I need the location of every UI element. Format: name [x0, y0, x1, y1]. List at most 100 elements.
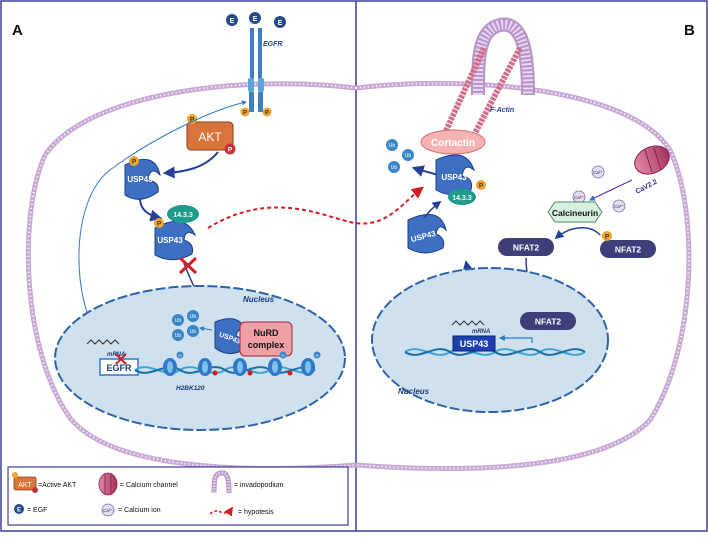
ub-tag: Ub [402, 149, 414, 161]
hypothesis-arrow [207, 186, 424, 229]
svg-text:Ub: Ub [315, 354, 319, 358]
complex-phospho-b: P [476, 180, 486, 190]
nucleosome [163, 358, 177, 376]
panel-label-a: A [12, 22, 23, 39]
ub-histone: Ub [176, 351, 184, 359]
egf-ligand: E [226, 14, 238, 26]
svg-text:NFAT2: NFAT2 [535, 317, 562, 327]
svg-text:NFAT2: NFAT2 [513, 243, 540, 253]
svg-text:Ca²⁺: Ca²⁺ [614, 204, 624, 209]
legend-calcium-ion-icon: Ca²⁺ [101, 503, 115, 517]
calcium-ion: Ca²⁺ [591, 165, 605, 179]
cortactin: Cortactin [420, 129, 486, 155]
svg-text:Ub: Ub [190, 329, 197, 335]
phospho-site: P [262, 107, 272, 117]
svg-text:Ca²⁺: Ca²⁺ [593, 170, 603, 175]
legend-active-akt: =Active AKT [38, 482, 77, 489]
ub-histone: Ub [313, 351, 321, 359]
deubiquitination-arrow [199, 326, 213, 332]
histone-mark [287, 370, 293, 376]
ub-histone: Ub [279, 351, 287, 359]
mrna-strand-right [451, 320, 485, 326]
svg-text:Ub: Ub [190, 314, 197, 320]
svg-text:AKT: AKT [18, 482, 32, 489]
usp43-1433-complex [154, 205, 199, 261]
legend-egf: = EGF [27, 507, 47, 514]
ub-tag: Ub [388, 161, 400, 173]
svg-text:P: P [132, 159, 137, 166]
svg-text:AKT: AKT [198, 130, 222, 144]
ub-tag: Ub [187, 325, 199, 337]
ub-tag: Ub [187, 310, 199, 322]
svg-text:NFAT2: NFAT2 [615, 245, 642, 255]
complex-phospho: P [154, 218, 164, 228]
usp43-nuclear: USP43 [214, 318, 247, 354]
svg-text:Ub: Ub [175, 318, 182, 324]
svg-text:complex: complex [248, 340, 285, 350]
block-x [178, 256, 198, 275]
svg-text:14.3.3: 14.3.3 [452, 195, 472, 202]
panel-label-b: B [684, 22, 695, 39]
histone-mark [212, 370, 218, 376]
svg-text:NuRD: NuRD [254, 328, 279, 338]
legend-box [7, 466, 349, 526]
legend-hypothesis-icon [209, 506, 233, 517]
nfat2-phospho: P [602, 231, 612, 241]
svg-text:Ub: Ub [405, 153, 412, 159]
svg-text:E: E [230, 18, 235, 25]
svg-text:USP43: USP43 [460, 339, 489, 349]
nucleosome [268, 358, 282, 376]
cell-membrane-left [25, 81, 357, 471]
egfr-receptor-label: EGFR [263, 41, 282, 48]
ub-tag: Ub [172, 314, 184, 326]
svg-text:P: P [243, 111, 247, 117]
svg-text:P: P [190, 117, 195, 124]
svg-text:P: P [479, 183, 484, 190]
nucleus-left [54, 285, 346, 431]
legend-calcium-ion: = Calcium ion [118, 507, 161, 514]
legend-egf-icon: E [14, 504, 24, 514]
calcium-channel [634, 145, 670, 175]
akt-phospho: P [187, 114, 197, 124]
mrna-label-right: mRNA [472, 329, 490, 335]
svg-text:P: P [605, 234, 610, 241]
nfat2-active: NFAT2 [498, 238, 554, 256]
nucleosome [301, 358, 315, 376]
nucleosome [233, 358, 247, 376]
usp43-gene-box: USP43 [452, 335, 496, 352]
egf-ligand: E [274, 16, 286, 28]
egfr-receptor [248, 28, 264, 112]
svg-text:P: P [228, 147, 233, 154]
usp43-phospho: P [129, 156, 139, 166]
svg-text:Ub: Ub [178, 354, 182, 358]
dna-strand [404, 348, 586, 356]
svg-text:E: E [253, 16, 258, 23]
arrow-akt-to-usp43 [162, 151, 219, 179]
arrow-usp43-to-cortactin [423, 200, 442, 219]
transcription-block-x [115, 353, 127, 365]
nfat2-phosphorylated: NFAT2 [600, 240, 656, 258]
transcription-arrow [498, 335, 533, 343]
svg-text:EGFR: EGFR [106, 363, 132, 373]
akt-kinase: AKT [186, 121, 234, 151]
nfat2-nuclear: NFAT2 [520, 312, 576, 330]
egfr-gene-box: EGFR [99, 358, 139, 376]
usp43-1433-complex-b: USP43 14.3.3 [435, 154, 476, 205]
legend-channel-icon [98, 472, 118, 496]
histone-mark [247, 370, 253, 376]
svg-text:USP43: USP43 [441, 173, 467, 182]
calcineurin: Calcineurin [547, 201, 603, 223]
f-actin-label: F-Actin [490, 107, 514, 114]
svg-text:E: E [278, 20, 283, 27]
arrow-usp43-to-1433 [139, 197, 163, 222]
legend-invadopodium-icon [211, 470, 232, 494]
mrna-strand-left [86, 339, 120, 345]
nucleus-left-label: Nucleus [243, 295, 275, 304]
legend-akt-icon: AKT [12, 472, 38, 493]
ub-tag: Ub [386, 139, 398, 151]
svg-text:USP43: USP43 [127, 175, 153, 184]
phospho-site: P [240, 107, 250, 117]
calcium-ion: Ca²⁺ [612, 199, 626, 213]
usp43-phosphorylated: USP43 [124, 158, 161, 200]
